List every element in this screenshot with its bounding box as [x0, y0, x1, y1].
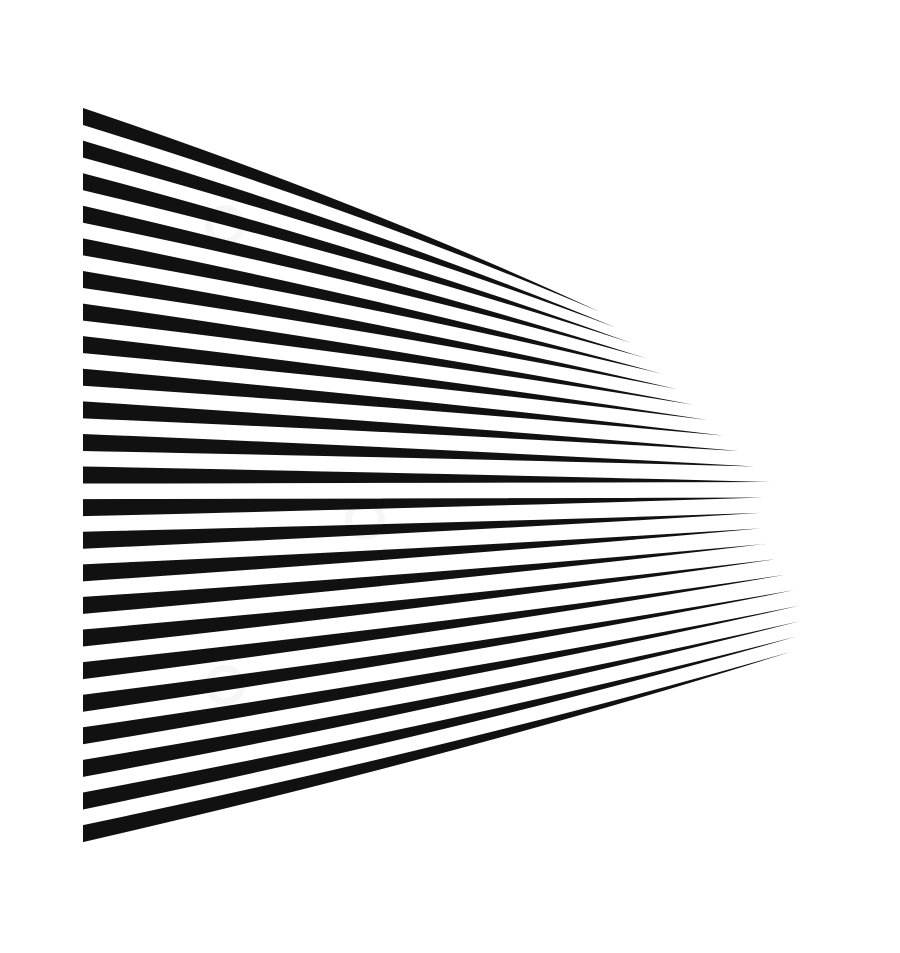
- speed-line-stripe: [83, 574, 786, 680]
- speed-line-stripe: [83, 636, 797, 810]
- speed-line-stripe: [83, 497, 764, 517]
- speed-line-stripe: [83, 205, 647, 359]
- speed-line-stripe: [83, 270, 678, 390]
- speed-line-stripe: [83, 140, 616, 328]
- speed-line-stripe: [83, 590, 795, 712]
- speed-line-stripe: [83, 652, 790, 843]
- speed-line-stripe: [83, 512, 760, 549]
- speed-line-stripe: [83, 238, 662, 374]
- speed-line-stripe: [83, 336, 709, 421]
- stripe-group: [83, 108, 801, 843]
- speed-line-stripe: [83, 466, 770, 484]
- speed-line-stripe: [83, 368, 724, 436]
- speed-line-stripe: [83, 559, 775, 647]
- speed-line-stripe: [83, 401, 740, 452]
- speed-line-stripe: [83, 605, 800, 745]
- speed-line-stripe: [83, 303, 693, 405]
- speed-line-stripe: [83, 621, 801, 777]
- speed-line-stripe: [83, 543, 766, 614]
- speed-line-stripe: [83, 433, 755, 467]
- speed-line-stripe: [83, 108, 600, 312]
- speed-line-stripe: [83, 528, 761, 582]
- speed-line-stripe: [83, 173, 631, 343]
